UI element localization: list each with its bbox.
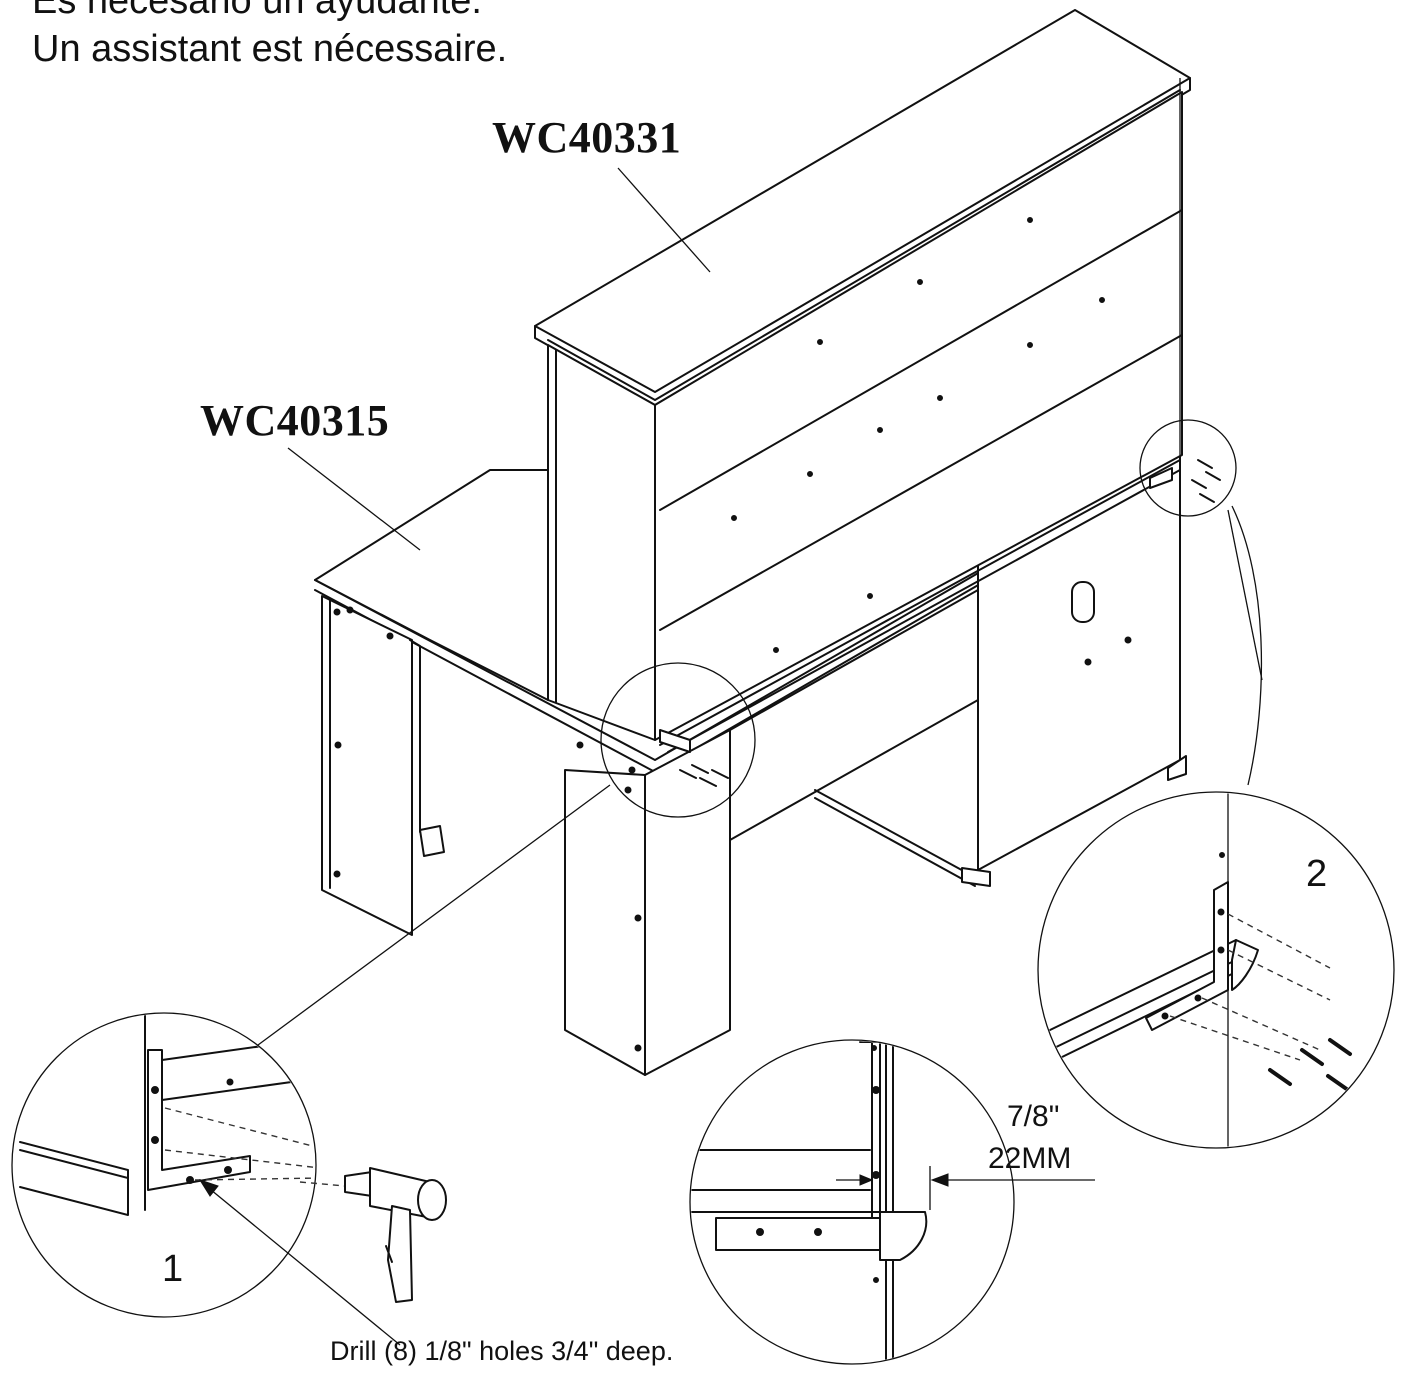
dimension-metric: 22MM (988, 1142, 1072, 1175)
detail-3-offset (689, 1039, 1095, 1365)
detail-1-circle (11, 1012, 317, 1318)
wc40315-leader (287, 447, 421, 551)
desk-leg-back (564, 769, 646, 1076)
helper-note-spanish: Es necesario un ayudante. (32, 0, 482, 22)
l-bracket-icon (147, 1049, 251, 1191)
callout-circle-left-corner (600, 662, 756, 818)
helper-note-french: Un assistant est nécessaire. (32, 28, 508, 70)
detail-2-circle (1037, 791, 1395, 1149)
hutch-left-side (547, 344, 656, 741)
right-corner-screws (1149, 459, 1221, 503)
desk-left-panel (321, 595, 413, 936)
desk-wc40315 (314, 451, 1187, 1076)
detail-1-drill (11, 1012, 447, 1346)
step-1-label: 1 (162, 1248, 184, 1290)
detail-2-screws (1037, 791, 1395, 1149)
screw-icon (1268, 1038, 1352, 1092)
hutch-wc40331 (534, 9, 1191, 760)
drill-note: Drill (8) 1/8" holes 3/4" deep. (330, 1336, 674, 1366)
drill-icon (299, 1167, 447, 1303)
hutch-part-label: WC40331 (492, 113, 682, 162)
left-corner-screws (624, 729, 729, 794)
hutch-back (654, 91, 1183, 741)
l-bracket-icon (1145, 881, 1229, 1031)
step-2-label: 2 (1306, 853, 1328, 895)
wc40331-leader (617, 167, 711, 273)
callout-circle-right-corner (1139, 419, 1237, 517)
desk-part-label: WC40315 (200, 396, 390, 445)
detail-3-circle (689, 1039, 1015, 1365)
desk-leg-front (644, 729, 731, 1076)
dimension-imperial: 7/8" (1007, 1100, 1060, 1133)
